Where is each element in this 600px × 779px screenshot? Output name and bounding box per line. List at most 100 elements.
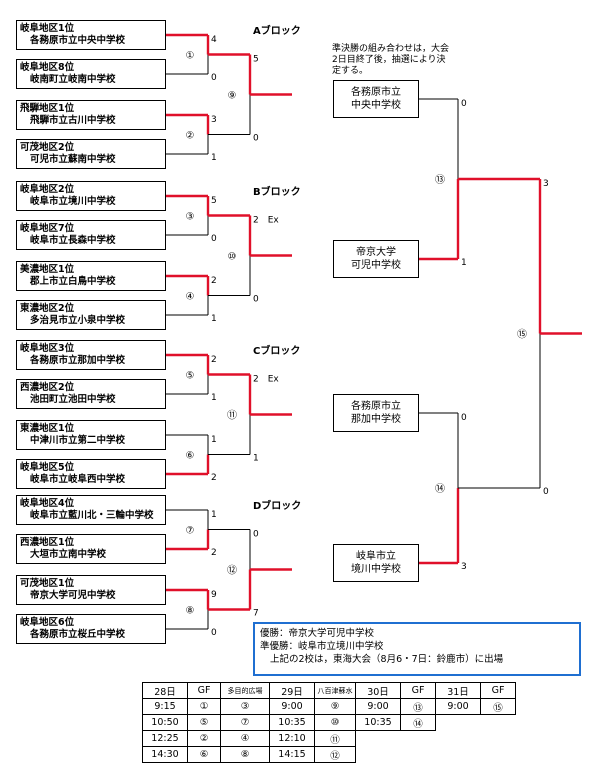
team-school: 岐阜市立長森中学校	[30, 235, 116, 246]
final-score-top: 3	[543, 179, 549, 189]
schedule-cell: GF	[187, 682, 221, 699]
match-number: ④	[186, 292, 195, 303]
team-box: 岐阜地区2位岐阜市立境川中学校	[16, 181, 166, 211]
schedule-cell: ⑪	[314, 730, 356, 747]
match-number: ②	[186, 131, 195, 142]
schedule-cell: ⑨	[314, 698, 356, 715]
final-team-box: 岐阜市立境川中学校	[333, 544, 419, 582]
schedule-cell: 12:25	[142, 730, 188, 747]
match-score-bottom: 0	[211, 628, 217, 638]
final-team-line1: 各務原市立	[351, 87, 401, 98]
schedule-cell: ⑫	[314, 746, 356, 763]
schedule-cell	[401, 731, 436, 747]
team-district: 東濃地区1位	[20, 423, 75, 434]
final-team-line2: 中央中学校	[351, 100, 401, 111]
schedule-cell: 9:00	[355, 698, 401, 715]
match-number: ③	[186, 212, 195, 223]
semi-number: ⑬	[435, 174, 445, 186]
team-district: 岐阜地区8位	[20, 62, 75, 73]
team-district: 飛騨地区1位	[20, 103, 75, 114]
team-box: 美濃地区1位郡上市立白鳥中学校	[16, 261, 166, 291]
schedule-cell: ⑥	[187, 746, 221, 763]
block-label: Bブロック	[253, 187, 301, 198]
block-final-score-top: 0	[253, 530, 259, 540]
team-school: 可児市立蘇南中学校	[30, 154, 116, 165]
schedule-cell	[481, 731, 516, 747]
team-box: 岐阜地区1位各務原市立中央中学校	[16, 20, 166, 50]
schedule-cell: ①	[187, 698, 221, 715]
match-score-top: 1	[211, 435, 217, 445]
block-final-score-top: 5	[253, 55, 259, 65]
match-score-top: 3	[211, 115, 217, 125]
schedule-cell: 28日	[142, 682, 188, 699]
team-box: 飛騨地区1位飛騨市立古川中学校	[16, 100, 166, 130]
match-number: ⑤	[186, 371, 195, 382]
semi-score-top: 0	[461, 413, 467, 423]
team-district: 可茂地区2位	[20, 142, 75, 153]
team-box: 岐阜地区8位岐南町立岐南中学校	[16, 59, 166, 89]
team-district: 西濃地区1位	[20, 537, 75, 548]
team-school: 飛騨市立古川中学校	[30, 115, 116, 126]
match-score-top: 2	[211, 355, 217, 365]
schedule-cell: ⑮	[480, 698, 516, 715]
block-label: Cブロック	[253, 346, 301, 357]
block-final-number: ⑨	[228, 91, 237, 102]
match-score-top: 9	[211, 590, 217, 600]
team-box: 岐阜地区7位岐阜市立長森中学校	[16, 220, 166, 250]
schedule-cell: 14:15	[269, 746, 315, 763]
final-number: ⑮	[517, 329, 527, 341]
team-box: 岐阜地区5位岐阜市立岐阜西中学校	[16, 459, 166, 489]
block-label: Aブロック	[253, 26, 301, 37]
schedule-cell: ②	[187, 730, 221, 747]
match-score-bottom: 2	[211, 548, 217, 558]
schedule-cell: ⑬	[400, 698, 436, 715]
block-final-number: ⑩	[228, 252, 237, 263]
match-score-bottom: 2	[211, 473, 217, 483]
schedule-cell: ⑦	[220, 714, 270, 731]
team-school: 帝京大学可児中学校	[30, 590, 116, 601]
semi-number: ⑭	[435, 483, 445, 495]
team-box: 東濃地区1位中津川市立第二中学校	[16, 420, 166, 450]
schedule-cell	[481, 747, 516, 763]
schedule-cell: 12:10	[269, 730, 315, 747]
schedule-cell: ⑭	[400, 714, 436, 731]
team-district: 岐阜地区3位	[20, 343, 75, 354]
schedule-cell: 9:00	[435, 698, 481, 715]
block-final-number: ⑫	[227, 565, 237, 577]
team-school: 大垣市立南中学校	[30, 549, 107, 560]
match-score-top: 2	[211, 276, 217, 286]
match-score-bottom: 0	[211, 73, 217, 83]
team-school: 各務原市立那加中学校	[30, 355, 126, 366]
match-score-bottom: 1	[211, 393, 217, 403]
block-final-score-top: 2 Ex	[253, 216, 279, 226]
final-score-bottom: 0	[543, 487, 549, 497]
schedule-cell: GF	[480, 682, 516, 699]
schedule-cell: 9:00	[269, 698, 315, 715]
team-box: 可茂地区2位可児市立蘇南中学校	[16, 139, 166, 169]
schedule-cell: 10:35	[269, 714, 315, 731]
schedule-cell: ⑤	[187, 714, 221, 731]
team-school: 岐阜市立藍川北・三輪中学校	[30, 510, 154, 521]
schedule-cell	[356, 731, 401, 747]
match-score-top: 5	[211, 196, 217, 206]
team-school: 各務原市立中央中学校	[30, 35, 126, 46]
schedule-cell	[436, 747, 481, 763]
match-score-bottom: 0	[211, 234, 217, 244]
schedule-cell: ③	[220, 698, 270, 715]
schedule-cell: GF	[400, 682, 436, 699]
schedule-cell: ⑧	[220, 746, 270, 763]
team-district: 東濃地区2位	[20, 303, 75, 314]
match-number: ①	[186, 51, 195, 62]
block-label: Dブロック	[253, 501, 302, 512]
match-score-bottom: 1	[211, 314, 217, 324]
team-district: 美濃地区1位	[20, 264, 75, 275]
schedule-cell	[356, 747, 401, 763]
schedule-cell: ④	[220, 730, 270, 747]
team-school: 多治見市立小泉中学校	[30, 315, 126, 326]
team-district: 岐阜地区4位	[20, 498, 75, 509]
final-team-box: 帝京大学可児中学校	[333, 240, 419, 278]
